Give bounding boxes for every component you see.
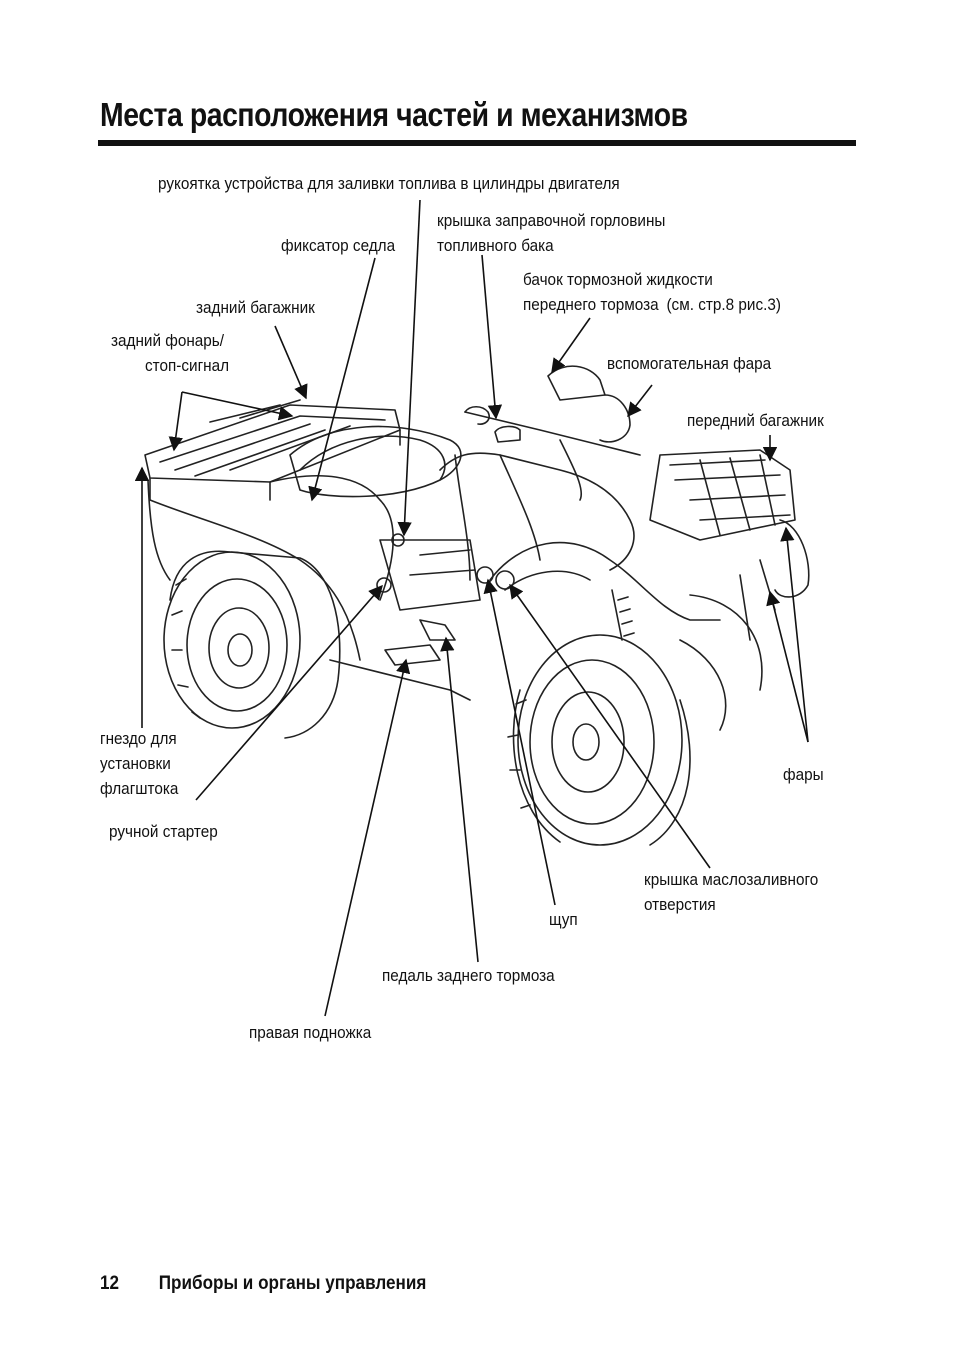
section-title: Приборы и органы управления <box>158 1273 427 1294</box>
label-brake-reservoir-line1: бачок тормозной жидкости <box>523 270 713 289</box>
label-flag-socket-line1: гнездо для <box>100 729 177 748</box>
label-tail-light-line2: стоп-сигнал <box>145 356 230 375</box>
leader-arrows <box>134 199 809 1017</box>
recoil-starter-arrow <box>195 584 383 801</box>
label-front-carrier: передний багажник <box>687 411 824 430</box>
label-headlights: фары <box>783 765 824 784</box>
fuel-cap-arrow <box>481 254 503 420</box>
label-rear-carrier: задний багажник <box>196 298 315 317</box>
seat-lock-arrow <box>308 257 376 502</box>
label-oil-cap-line2: отверстия <box>644 895 716 914</box>
rear-carrier-arrow <box>274 325 308 400</box>
right-footpeg-arrow <box>324 658 411 1017</box>
front-carrier-drawing <box>649 449 796 541</box>
label-flag-socket-line3: флагштока <box>100 779 179 798</box>
brake-reservoir-text: переднего тормоза <box>523 295 659 314</box>
choke-arrow <box>397 199 421 537</box>
headlight-arrow-2 <box>766 590 809 743</box>
page-footer: 12 Приборы и органы управления <box>100 1273 426 1295</box>
handlebar <box>464 365 641 501</box>
rear-brake-pedal-arrow <box>440 636 479 963</box>
dipstick-arrow <box>483 578 556 906</box>
label-right-footpeg: правая подножка <box>249 1023 372 1042</box>
label-flag-socket-line2: установки <box>100 754 171 773</box>
aux-light-arrow <box>627 384 653 418</box>
oil-cap-arrow <box>509 583 711 869</box>
label-oil-cap-line1: крышка маслозаливного <box>644 870 819 889</box>
label-rear-brake-pedal: педаль заднего тормоза <box>382 966 555 985</box>
title-rule <box>98 140 856 146</box>
front-wheel <box>507 634 691 846</box>
rear-carrier-drawing <box>144 399 401 501</box>
label-choke: рукоятка устройства для заливки топлива … <box>158 174 620 193</box>
page-title: Места расположения частей и механизмов <box>100 96 688 133</box>
label-seat-lock: фиксатор седла <box>281 236 396 255</box>
brake-reservoir-ref: (см. стр.8 рис.3) <box>666 295 781 314</box>
headlight-arrow-1 <box>780 526 809 743</box>
page-number: 12 <box>100 1273 120 1294</box>
label-fuel-cap-line1: крышка заправочной горловины <box>437 211 666 230</box>
tail-light-arrow-2 <box>181 391 294 421</box>
label-dipstick: щуп <box>549 910 578 929</box>
atv-illustration <box>144 365 810 846</box>
label-recoil-starter: ручной стартер <box>109 822 218 841</box>
rear-wheel <box>163 550 341 739</box>
label-tail-light-line1: задний фонарь/ <box>111 331 225 350</box>
label-aux-light: вспомогательная фара <box>607 354 772 373</box>
brake-reservoir-arrow <box>551 317 591 374</box>
label-brake-reservoir-line2: переднего тормоза (см. стр.8 рис.3) <box>523 293 781 317</box>
tail-light-arrow-1 <box>168 391 183 452</box>
label-fuel-cap-line2: топливного бака <box>437 236 554 255</box>
